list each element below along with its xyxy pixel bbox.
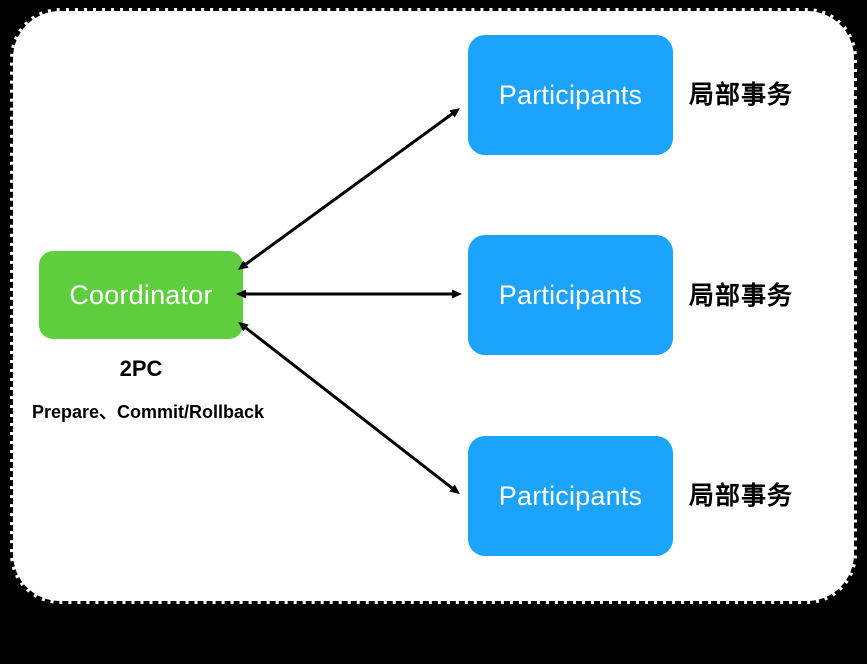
side-label-participant-1: 局部事务: [689, 81, 794, 109]
node-participant-1-label: Participants: [498, 79, 643, 110]
node-participant-1[interactable]: Participants: [468, 35, 673, 155]
node-participant-2-label: Participants: [498, 279, 643, 310]
caption-protocol: 2PC: [119, 356, 163, 381]
diagram-panel: Coordinator Participants Participants Pa…: [10, 8, 857, 604]
caption-operations: Prepare、Commit/Rollback: [32, 402, 265, 422]
node-coordinator-label: Coordinator: [69, 279, 213, 310]
side-label-participant-2: 局部事务: [689, 282, 794, 310]
node-coordinator[interactable]: Coordinator: [39, 251, 243, 339]
node-participant-2[interactable]: Participants: [468, 235, 673, 355]
node-participant-3[interactable]: Participants: [468, 436, 673, 556]
node-participant-3-label: Participants: [498, 480, 643, 511]
side-label-participant-3: 局部事务: [689, 482, 794, 510]
